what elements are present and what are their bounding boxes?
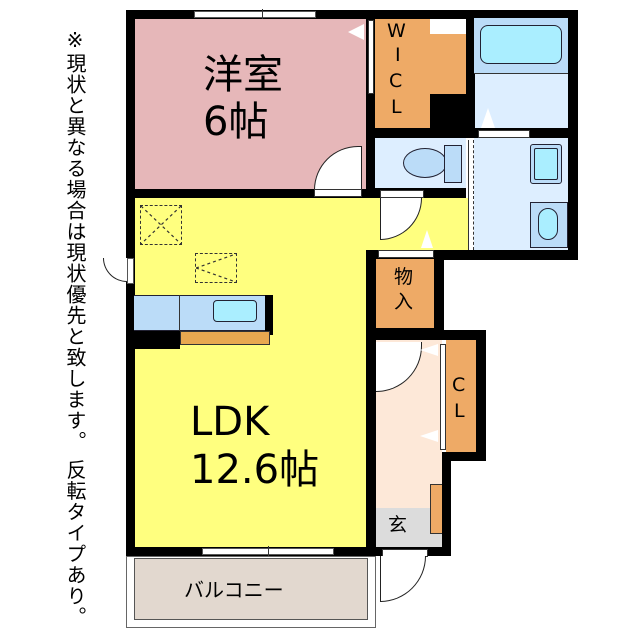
wall [126,10,578,19]
western-room-name: 洋室 [203,52,283,98]
closet-letter-l: L [454,400,465,422]
washing-machine-drum-icon [538,208,558,240]
wic-letter-l: L [391,96,402,118]
wall [265,295,273,335]
toilet-bowl-icon [403,148,447,178]
window-western [194,11,316,18]
window-sash-line [268,546,269,556]
arrow-marker-icon [420,344,438,356]
kitchen-back-counter [180,331,270,345]
western-room-size: 6帖 [203,99,269,145]
storage-room [374,258,434,328]
arrow-marker-icon [348,24,364,40]
ldk-room [134,198,370,548]
bath-opening [478,130,530,138]
ldk-name: LDK [190,399,270,445]
ldk-size: 12.6帖 [190,447,320,493]
wall [366,328,444,340]
wall [466,10,475,130]
wall [366,128,474,138]
kitchen-sink-icon [213,300,257,322]
arrow-marker-icon [481,108,495,128]
toilet-tank-icon [444,145,462,183]
balcony [134,558,368,620]
wall [476,330,486,460]
balcony-label: バルコニー [184,578,284,602]
entrance-label: 玄 [388,514,408,536]
wic-letter-c: C [389,70,403,92]
arrow-marker-icon [420,430,438,442]
wall [444,330,486,340]
wall [568,10,578,260]
ceiling-storage-marker [140,205,182,245]
storage-letter-1: 物 [394,266,414,288]
wall [442,452,451,556]
wall [134,331,180,349]
cross-dashed-icon [141,206,181,244]
wic-letter-i: I [395,44,401,66]
wall [434,250,444,340]
closet-room [446,340,476,452]
wall [436,250,578,260]
storage-letter-2: 入 [394,291,414,313]
closet-letter-c: C [452,374,466,396]
wall [366,250,376,550]
door-side[interactable] [103,258,127,282]
storage-opening [378,250,434,258]
hatch-dashed-icon [196,254,236,282]
door-opening [314,189,362,197]
kitchen-divider [179,295,180,331]
window-sash-line [262,9,263,19]
wall [366,10,375,198]
wic-room [374,18,430,128]
bathtub-icon [480,25,562,64]
ceiling-hatch-marker [195,253,237,283]
door-opening [380,190,424,198]
wic-room-ext [428,34,466,94]
closet-sliding-door[interactable] [440,344,446,450]
disclaimer-note: ※現状と異なる場合は現状優先と致します。 反転タイプあり。 [63,28,87,628]
wall [442,452,486,461]
wic-opening [368,20,374,94]
washroom-sliding-door[interactable] [468,140,474,250]
wall [126,189,376,198]
arrow-marker-icon [421,230,433,248]
washbasin-bowl-icon [534,148,558,180]
wic-letter-w: W [387,20,406,42]
door-entrance[interactable] [380,556,426,602]
window-ldk-side [127,258,134,284]
